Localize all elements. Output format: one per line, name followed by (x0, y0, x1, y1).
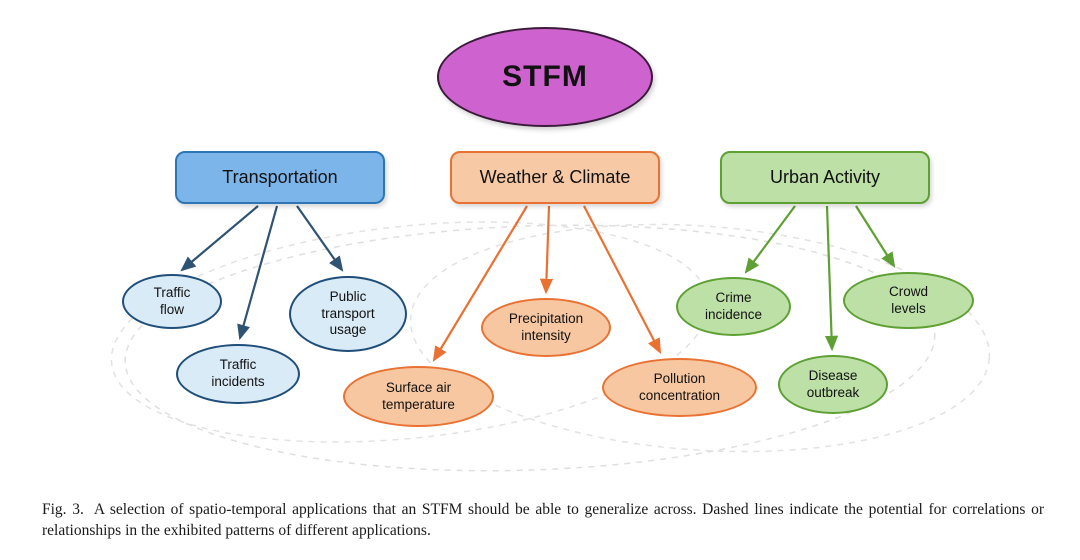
node-crowd-levels: Crowd levels (843, 272, 974, 329)
node-surface-air-temperature: Surface air temperature (343, 366, 494, 427)
edge-urban-crowd-levels (855, 205, 896, 268)
figure-caption: Fig. 3.A selection of spatio-temporal ap… (42, 500, 1044, 542)
node-precipitation-intensity: Precipitation intensity (481, 298, 611, 357)
caption-fig-label: Fig. 3. (42, 501, 84, 518)
correlation-dashed-loop (409, 223, 991, 453)
node-traffic-incidents: Traffic incidents (176, 344, 300, 404)
edge-transportation-public-transport-usage (296, 205, 344, 272)
caption-text: A selection of spatio-temporal applicati… (42, 501, 1044, 539)
node-public-transport-usage: Public transport usage (289, 276, 407, 352)
edge-transportation-traffic-incidents (237, 205, 279, 341)
category-urban-activity: Urban Activity (720, 151, 930, 204)
node-traffic-flow: Traffic flow (122, 274, 222, 329)
category-weather-climate: Weather & Climate (450, 151, 660, 204)
edge-urban-disease-outbreak (824, 205, 839, 352)
edge-transportation-traffic-flow (180, 205, 259, 272)
node-crime-incidence: Crime incidence (676, 277, 791, 336)
edge-weather-pollution-concentration (583, 205, 662, 354)
edge-weather-precipitation-intensity (539, 205, 554, 295)
edges-layer (110, 205, 991, 472)
edge-weather-surface-air-temperature (432, 205, 528, 362)
node-disease-outbreak: Disease outbreak (778, 355, 888, 414)
correlation-dashed-loop (124, 224, 936, 472)
node-pollution-concentration: Pollution concentration (602, 358, 757, 417)
edge-urban-crime-incidence (744, 205, 796, 274)
stfm-root-node: STFM (437, 27, 653, 127)
category-transportation: Transportation (175, 151, 385, 204)
correlation-dashed-loop (110, 221, 710, 443)
